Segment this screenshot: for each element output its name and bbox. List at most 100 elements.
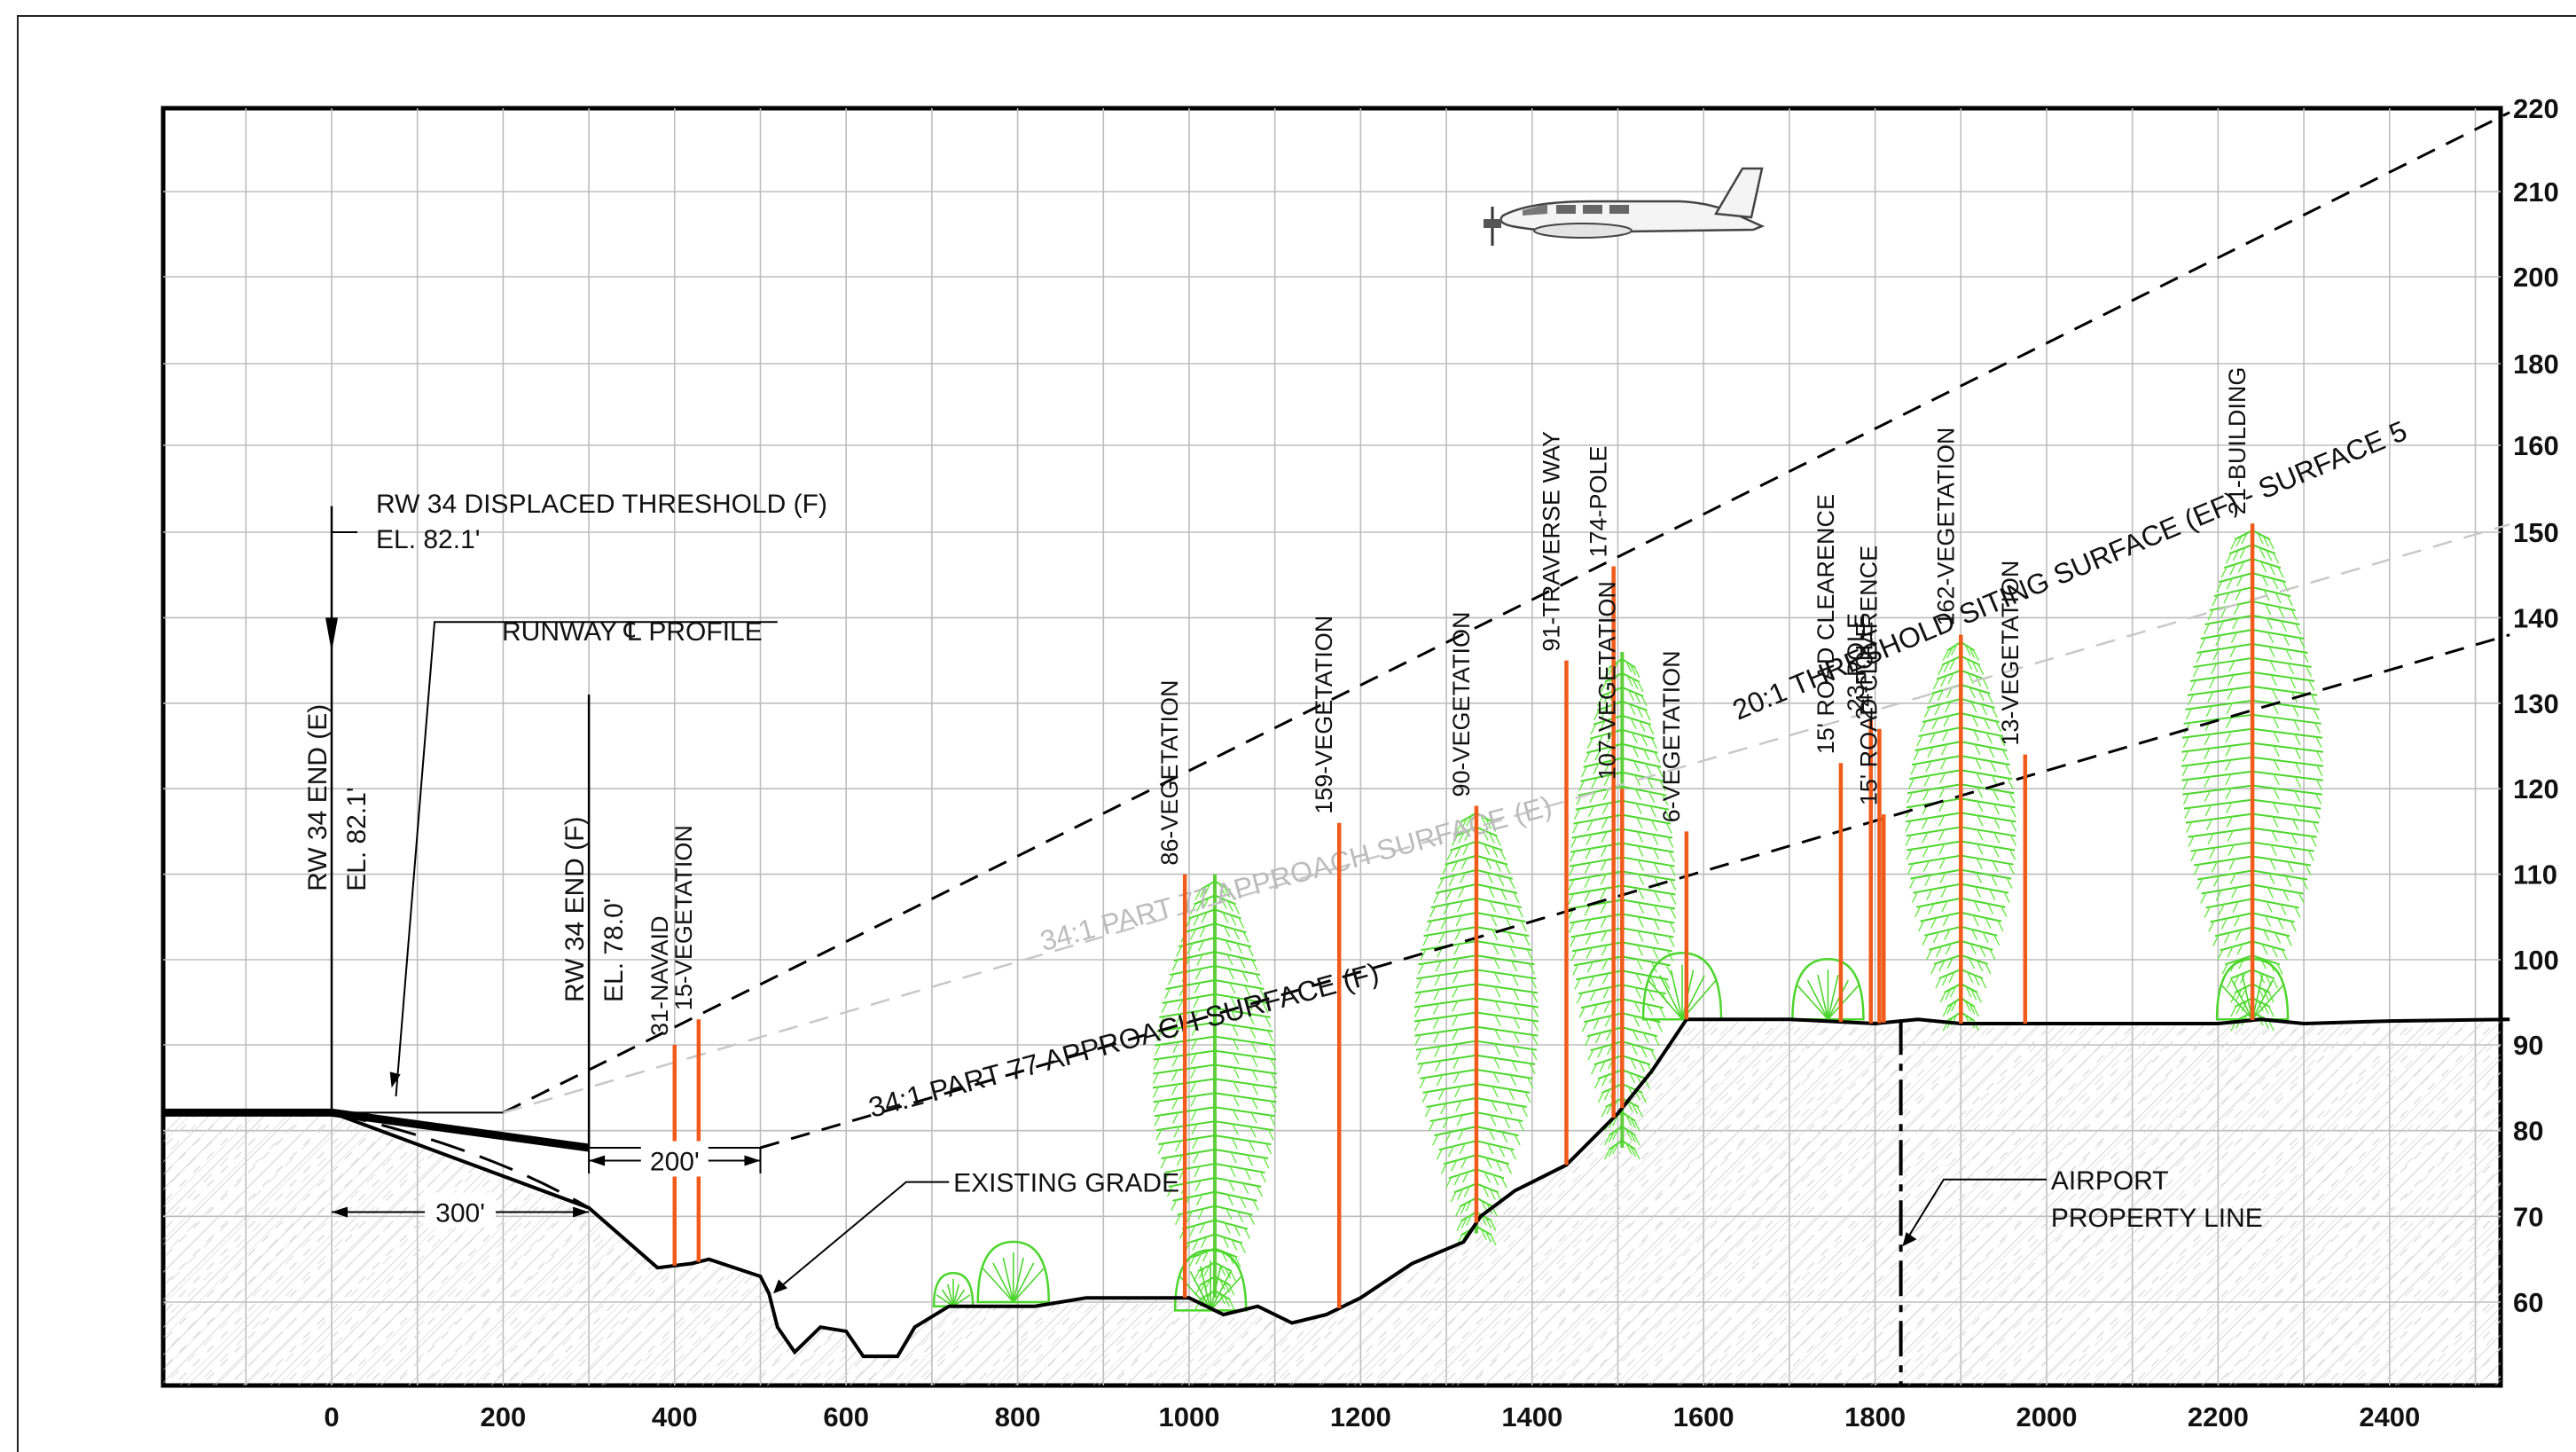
tree-needle <box>1945 701 1952 713</box>
tree-branch <box>1415 1040 1477 1051</box>
tree-needle <box>2315 793 2322 804</box>
tree-needle <box>1633 666 1640 679</box>
tree-needle <box>2293 804 2300 816</box>
tree-needle <box>2267 538 2275 550</box>
existing-grade-line <box>331 1017 2510 1359</box>
tree-branch <box>1214 1078 1278 1089</box>
tree-needle <box>2272 802 2280 813</box>
shrub-branch <box>1210 1275 1242 1311</box>
tree-needle <box>1929 732 1936 744</box>
tree-branch <box>2201 883 2253 895</box>
tree-needle <box>2204 734 2211 746</box>
tree-branch <box>2251 558 2282 569</box>
tree-needle <box>1190 1067 1197 1079</box>
tree-branch <box>1476 1140 1515 1151</box>
tree-needle <box>1234 1256 1241 1268</box>
tree-needle <box>1173 1027 1180 1040</box>
tree-needle <box>1585 848 1592 859</box>
tree-branch <box>2251 713 2322 725</box>
tree-needle <box>1440 1162 1448 1174</box>
tree-branch <box>1621 1140 1636 1150</box>
tree-needle <box>1460 1203 1467 1214</box>
tree-needle <box>1270 1101 1277 1112</box>
tree-branch <box>1622 884 1676 896</box>
x-tick-label: 2400 <box>2359 1401 2420 1432</box>
ground-fill-overlay <box>163 1019 2510 1385</box>
tree-needle <box>2301 878 2308 890</box>
tree-needle <box>2226 977 2234 989</box>
tree-branch <box>1622 1040 1655 1052</box>
tree-needle <box>1625 661 1633 673</box>
tree-branch <box>1914 741 1961 752</box>
tree-needle <box>1602 789 1609 801</box>
tree-needle <box>1591 777 1598 789</box>
tree-branch <box>1214 965 1261 977</box>
tree-needle <box>1202 898 1210 909</box>
tree-needle <box>1229 982 1236 994</box>
tree-needle <box>1633 1001 1641 1013</box>
tree-needle <box>1500 1177 1507 1189</box>
tree-needle <box>1513 989 1520 1001</box>
tree-needle <box>2009 806 2016 818</box>
tree-needle <box>1433 891 1440 904</box>
tree-needle <box>2273 773 2280 786</box>
tree-branch <box>1476 1197 1494 1208</box>
tree-branch <box>1476 1025 1539 1037</box>
tree-needle <box>2269 859 2276 870</box>
tree-needle <box>1991 875 1998 886</box>
tree-needle <box>1443 903 1450 915</box>
tree-needle <box>1637 874 1645 885</box>
tree-branch <box>1183 922 1216 934</box>
displaced-threshold-leader <box>331 531 358 635</box>
tree-needle <box>2292 819 2299 830</box>
tree-branch <box>2251 742 2323 753</box>
tree-branch <box>2251 629 2305 640</box>
tree-needle <box>1600 874 1607 885</box>
tree-needle <box>1669 865 1676 876</box>
airplane-icon <box>1484 167 1766 246</box>
tree-needle <box>1488 886 1495 899</box>
tree-needle <box>2223 592 2230 604</box>
tree-branch <box>1199 880 1216 891</box>
tree-needle <box>1231 1239 1238 1251</box>
tree-needle <box>1435 1060 1442 1072</box>
tree-branch <box>1622 742 1658 754</box>
tree-needle <box>2236 944 2243 955</box>
tree-needle <box>1670 893 1677 905</box>
tree-needle <box>1233 1095 1240 1107</box>
tree-needle <box>1231 1137 1238 1150</box>
tree-branch <box>1622 941 1672 953</box>
tree-needle <box>1434 1046 1441 1057</box>
tree-needle <box>1946 647 1954 659</box>
tree-branch <box>1961 726 2004 738</box>
tree-branch <box>1476 1082 1531 1094</box>
tree-branch <box>1622 785 1667 797</box>
tree-needle <box>2282 634 2290 647</box>
tree-needle <box>1950 1000 1958 1012</box>
tree-needle <box>1931 718 1938 730</box>
tree-needle <box>2208 677 2216 689</box>
tree-needle <box>1608 1131 1615 1143</box>
tree-needle <box>1190 1053 1197 1064</box>
tree-needle <box>1163 1171 1171 1183</box>
tree-needle <box>1584 919 1592 930</box>
tree-needle <box>2267 632 2275 644</box>
tree-needle <box>1452 1043 1459 1055</box>
tree-needle <box>1452 972 1460 984</box>
tree-needle <box>1593 763 1600 775</box>
tree-needle <box>1465 1200 1472 1212</box>
x-tick-label: 800 <box>995 1401 1041 1432</box>
tree-needle <box>1509 946 1516 958</box>
tree-needle <box>1601 680 1608 693</box>
tree-branch <box>1459 1197 1477 1208</box>
tree-branch <box>2251 586 2291 598</box>
x-tick-label: 2000 <box>2016 1401 2078 1432</box>
tree-branch <box>2251 855 2312 867</box>
tree-needle <box>1498 1145 1506 1158</box>
tree-needle <box>1492 1086 1499 1098</box>
tree-needle <box>2316 765 2323 777</box>
shrub-branch <box>952 1289 966 1307</box>
tree-branch <box>1909 769 1961 781</box>
tree-needle <box>1171 1199 1178 1212</box>
